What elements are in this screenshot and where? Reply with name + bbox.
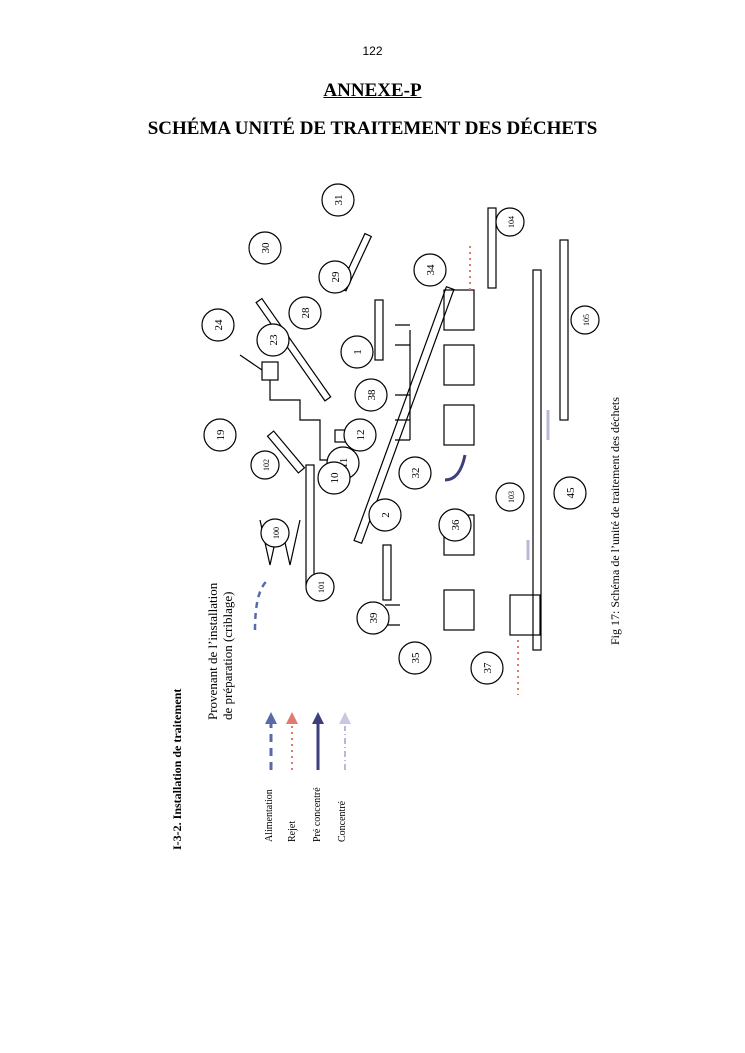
equipment-label: 1 xyxy=(352,349,364,355)
equipment-circle-24 xyxy=(201,308,235,342)
legend-label-concentre: Concentré xyxy=(337,800,348,842)
equipment-circle-37 xyxy=(470,651,504,685)
equipment-circle-38 xyxy=(354,378,388,412)
legend-arrow-rejet xyxy=(286,712,298,724)
source-note-line2: de préparation (criblage) xyxy=(220,592,235,720)
equipment-label: 23 xyxy=(268,334,280,346)
legend-arrow-alimentation xyxy=(265,712,277,724)
equipment-label: 37 xyxy=(482,662,494,674)
page-title: SCHÉMA UNITÉ DE TRAITEMENT DES DÉCHETS xyxy=(147,118,598,139)
arrow-alimentation xyxy=(253,579,269,631)
equipment-circle-104 xyxy=(495,207,525,237)
legend-label-alimentation: Alimentation xyxy=(264,789,275,842)
equipment-label: 103 xyxy=(507,491,516,503)
equipment-circle-36 xyxy=(438,508,472,542)
equipment-label: 104 xyxy=(507,216,516,228)
conveyor-104 xyxy=(487,207,497,289)
equipment-circle-19 xyxy=(203,418,237,452)
equipment-label: 24 xyxy=(213,319,225,331)
equipment-label: 10 xyxy=(329,472,341,484)
equipment-label: 36 xyxy=(450,519,462,531)
equipment-label: 34 xyxy=(425,264,437,276)
equipment-circle-100 xyxy=(260,518,290,548)
conveyor-feed-23 xyxy=(255,297,332,402)
cell-34a xyxy=(443,289,475,331)
legend-label-rejet: Rejet xyxy=(287,821,298,842)
conveyor-1 xyxy=(374,299,384,361)
conveyor-38 xyxy=(382,544,392,601)
equipment-label: 35 xyxy=(410,652,422,664)
equipment-circle-103 xyxy=(495,482,525,512)
conveyor-101 xyxy=(305,464,315,586)
equipment-label: 19 xyxy=(215,429,227,441)
cell-35 xyxy=(443,589,475,631)
conveyor-103 xyxy=(532,269,542,651)
equipment-circle-102 xyxy=(250,450,280,480)
legend-arrow-concentre xyxy=(339,712,351,724)
unit-23 xyxy=(261,361,279,381)
equipment-label: 32 xyxy=(410,468,422,479)
equipment xyxy=(239,207,569,651)
equipment-label: 29 xyxy=(330,271,342,283)
equipment-circle-35 xyxy=(398,641,432,675)
equipment-label: 102 xyxy=(262,459,271,471)
legend: Alimentation Rejet Pré concentré Concent… xyxy=(264,712,351,842)
cell-34b xyxy=(443,344,475,386)
equipment-label: 2 xyxy=(380,512,392,518)
equipment-circle-28 xyxy=(288,296,322,330)
equipment-circle-2 xyxy=(368,498,402,532)
arrow-concentre xyxy=(526,410,550,560)
spigots-top xyxy=(385,324,411,626)
cell-37 xyxy=(509,594,541,636)
equipment-labels: 31 30 29 28 24 23 1 34 104 105 38 19 12 11 10 32 102 100 2… xyxy=(201,183,600,685)
equipment-label: 100 xyxy=(272,527,281,539)
piping xyxy=(239,354,340,461)
arrow-preconcentre xyxy=(444,454,467,482)
equipment-circle-34 xyxy=(413,253,447,287)
equipment-circle-10 xyxy=(317,461,351,495)
equipment-label: 105 xyxy=(582,314,591,326)
equipment-label: 38 xyxy=(366,389,378,401)
equipment-circle-1 xyxy=(340,335,374,369)
conveyor-105 xyxy=(559,239,569,421)
section-heading: I-3-2. Installation de traitement xyxy=(170,689,184,850)
equipment-label: 12 xyxy=(355,430,367,441)
equipment-circle-31 xyxy=(321,183,355,217)
conveyor-102 xyxy=(266,430,306,474)
equipment-label: 45 xyxy=(565,487,577,499)
legend-label-pre-concentre: Pré concentré xyxy=(312,787,323,842)
equipment-circle-30 xyxy=(248,231,282,265)
source-note-line1: Provenant de l’installation xyxy=(205,582,220,720)
equipment-circle-23 xyxy=(256,323,290,357)
equipment-label: 30 xyxy=(260,242,272,254)
equipment-label: 31 xyxy=(333,195,345,206)
legend-arrow-pre-concentre xyxy=(312,712,324,724)
equipment-circle-39 xyxy=(356,601,390,635)
conveyor-2 xyxy=(353,286,455,544)
equipment-circle-101 xyxy=(305,572,335,602)
page-number: 122 xyxy=(362,44,383,58)
equipment-circle-29 xyxy=(318,260,352,294)
annex-title: ANNEXE-P xyxy=(323,80,422,101)
equipment-label: 39 xyxy=(368,612,380,624)
figure-caption: Fig 17: Schéma de l’unité de traitement … xyxy=(608,397,622,645)
equipment-circle-12 xyxy=(343,418,377,452)
cell-34c xyxy=(443,404,475,446)
equipment-label: 101 xyxy=(317,581,326,593)
equipment-circle-32 xyxy=(398,456,432,490)
equipment-circle-45 xyxy=(553,476,587,510)
equipment-label: 11 xyxy=(338,458,350,469)
equipment-circle-105 xyxy=(570,305,600,335)
equipment-label: 28 xyxy=(300,307,312,319)
